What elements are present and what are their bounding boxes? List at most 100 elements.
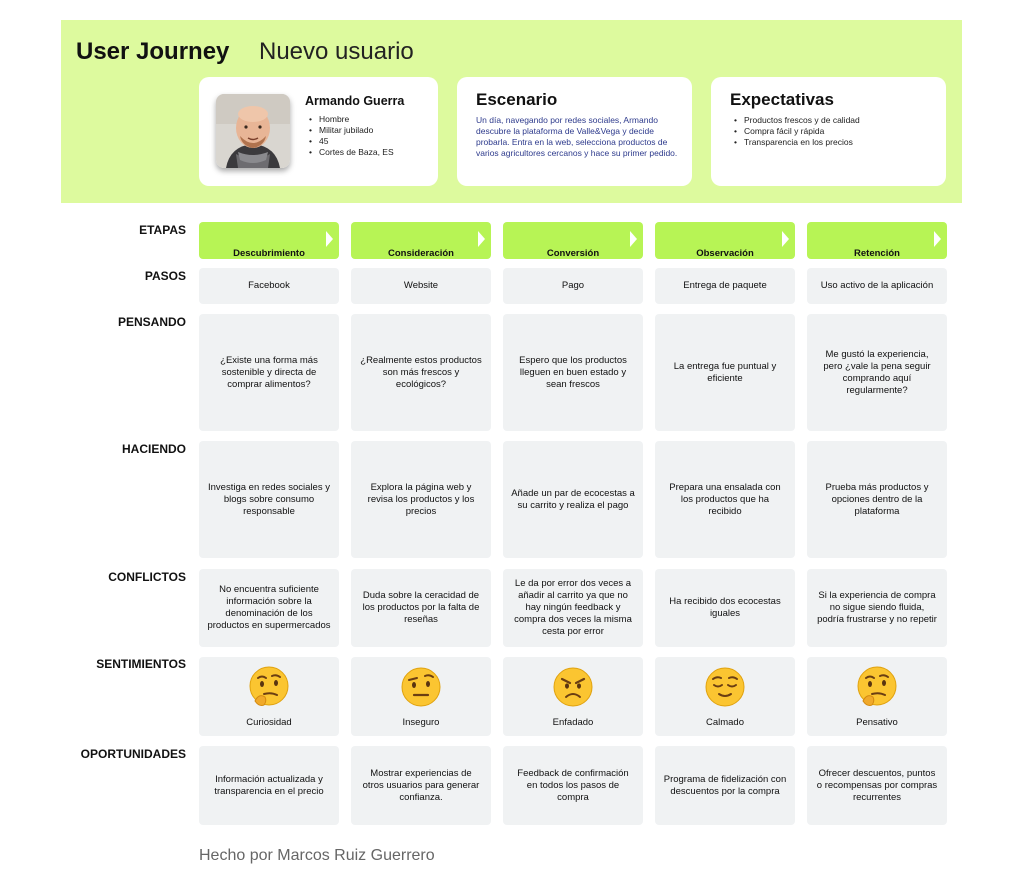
doing-cell-text: Prueba más productos y opciones dentro d… bbox=[825, 481, 929, 517]
page-subtitle: Nuevo usuario bbox=[259, 38, 414, 65]
conflict-cell-text: No encuentra suficiente información sobr… bbox=[207, 584, 331, 631]
feeling-cell: Enfadado bbox=[503, 657, 643, 736]
doing-cell: Añade un par de ecocestas a su carrito y… bbox=[503, 441, 643, 558]
conflict-cell: No encuentra suficiente información sobr… bbox=[199, 569, 339, 647]
stage-label: Conversión bbox=[546, 248, 600, 259]
persona-card: Armando Guerra Hombre Militar jubilado 4… bbox=[199, 77, 438, 186]
stage-2: Consideración bbox=[351, 222, 491, 259]
scenario-card: Escenario Un día, navegando por redes so… bbox=[457, 77, 692, 186]
conflict-cell-text: Duda sobre la ceracidad de los productos… bbox=[362, 590, 480, 625]
stage-5: Retención bbox=[807, 222, 947, 259]
stage-label: Retención bbox=[854, 248, 900, 259]
opportunity-cell-text: Ofrecer descuentos, puntos o recompensas… bbox=[816, 767, 938, 803]
person-photo bbox=[216, 94, 290, 168]
opportunity-cell-text: Mostrar experiencias de otros usuarios p… bbox=[362, 767, 480, 803]
feeling-cell: Curiosidad bbox=[199, 657, 339, 736]
scenario-text: Un día, navegando por redes sociales, Ar… bbox=[476, 115, 678, 158]
thinking-cell: La entrega fue puntual y eficiente bbox=[655, 314, 795, 431]
stage-1: Descubrimiento bbox=[199, 222, 339, 259]
row-label-doing: HACIENDO bbox=[121, 442, 186, 456]
thinking-cell-text: ¿Existe una forma más sostenible y direc… bbox=[220, 354, 318, 390]
doing-cell: Investiga en redes sociales y blogs sobr… bbox=[199, 441, 339, 558]
step-cell: Uso activo de la aplicación bbox=[807, 268, 947, 304]
avatar bbox=[216, 94, 290, 168]
thinking-cell-text: Me gustó la experiencia, pero ¿vale la p… bbox=[823, 348, 931, 396]
row-label-conflicts: CONFLICTOS bbox=[108, 570, 186, 584]
stage-4: Observación bbox=[655, 222, 795, 259]
chevron-right-icon bbox=[478, 231, 485, 247]
expectation-item: Compra fácil y rápida bbox=[730, 126, 860, 137]
conflict-cell-text: Le da por error dos veces a añadir al ca… bbox=[514, 578, 632, 637]
chevron-right-icon bbox=[326, 231, 333, 247]
chevron-right-icon bbox=[934, 231, 941, 247]
chevron-right-icon bbox=[630, 231, 637, 247]
persona-detail-item: Cortes de Baza, ES bbox=[305, 147, 394, 158]
step-cell: Pago bbox=[503, 268, 643, 304]
row-label-steps: PASOS bbox=[144, 269, 186, 283]
opportunity-cell: Programa de fidelización con descuentos … bbox=[655, 746, 795, 825]
conflict-cell-text: Ha recibido dos ecocestas iguales bbox=[669, 596, 781, 619]
conflict-cell-text: Si la experiencia de compra no sigue sie… bbox=[817, 590, 937, 625]
conflict-cell: Duda sobre la ceracidad de los productos… bbox=[351, 569, 491, 647]
row-label-feelings: SENTIMIENTOS bbox=[96, 657, 186, 671]
step-cell-text: Entrega de paquete bbox=[683, 280, 767, 291]
expectations-card: Expectativas Productos frescos y de cali… bbox=[711, 77, 946, 186]
feeling-cell: Inseguro bbox=[351, 657, 491, 736]
persona-name: Armando Guerra bbox=[305, 94, 405, 108]
thinking-cell: ¿Existe una forma más sostenible y direc… bbox=[199, 314, 339, 431]
persona-details: Hombre Militar jubilado 45 Cortes de Baz… bbox=[305, 114, 394, 158]
thinking-cell-text: La entrega fue puntual y eficiente bbox=[673, 360, 777, 384]
author-credit: Hecho por Marcos Ruiz Guerrero bbox=[199, 847, 435, 864]
relieved-face-icon bbox=[703, 665, 747, 709]
angry-face-icon bbox=[551, 665, 595, 709]
step-cell-text: Uso activo de la aplicación bbox=[820, 280, 934, 291]
feeling-label: Pensativo bbox=[856, 717, 898, 728]
opportunity-cell-text: Programa de fidelización con descuentos … bbox=[663, 773, 787, 797]
conflict-cell: Si la experiencia de compra no sigue sie… bbox=[807, 569, 947, 647]
stage-label: Descubrimiento bbox=[233, 248, 305, 259]
thinking-face-icon bbox=[247, 665, 291, 709]
thinking-cell: Espero que los productos lleguen en buen… bbox=[503, 314, 643, 431]
chevron-right-icon bbox=[782, 231, 789, 247]
doing-cell-text: Explora la página web y revisa los produ… bbox=[367, 481, 475, 517]
page-title: User Journey bbox=[76, 38, 230, 65]
step-cell-text: Pago bbox=[561, 280, 585, 291]
opportunity-cell: Ofrecer descuentos, puntos o recompensas… bbox=[807, 746, 947, 825]
doing-cell-text: Investiga en redes sociales y blogs sobr… bbox=[208, 481, 330, 517]
opportunity-cell: Información actualizada y transparencia … bbox=[199, 746, 339, 825]
conflict-cell: Le da por error dos veces a añadir al ca… bbox=[503, 569, 643, 647]
thinking-cell-text: Espero que los productos lleguen en buen… bbox=[519, 354, 627, 390]
persona-detail-item: Hombre bbox=[305, 114, 394, 125]
expectations-list: Productos frescos y de calidad Compra fá… bbox=[730, 115, 860, 148]
step-cell-text: Website bbox=[403, 280, 439, 291]
thinking-cell: ¿Realmente estos productos son más fresc… bbox=[351, 314, 491, 431]
doing-cell: Prepara una ensalada con los productos q… bbox=[655, 441, 795, 558]
feeling-label: Enfadado bbox=[552, 717, 594, 728]
row-label-stages: ETAPAS bbox=[139, 223, 186, 237]
feeling-cell: Calmado bbox=[655, 657, 795, 736]
doing-cell-text: Prepara una ensalada con los productos q… bbox=[669, 481, 781, 517]
expectations-title: Expectativas bbox=[730, 90, 834, 109]
thinking-cell: Me gustó la experiencia, pero ¿vale la p… bbox=[807, 314, 947, 431]
opportunity-cell-text: Información actualizada y transparencia … bbox=[214, 773, 324, 797]
stage-label: Consideración bbox=[388, 248, 454, 259]
stage-3: Conversión bbox=[503, 222, 643, 259]
conflict-cell: Ha recibido dos ecocestas iguales bbox=[655, 569, 795, 647]
step-cell-text: Facebook bbox=[248, 280, 290, 291]
row-label-thinking: PENSANDO bbox=[117, 315, 186, 329]
thinking-face-icon bbox=[855, 665, 899, 709]
persona-detail-item: Militar jubilado bbox=[305, 125, 394, 136]
feeling-cell: Pensativo bbox=[807, 657, 947, 736]
doing-cell: Prueba más productos y opciones dentro d… bbox=[807, 441, 947, 558]
feeling-label: Curiosidad bbox=[246, 717, 292, 728]
feeling-label: Calmado bbox=[705, 717, 745, 728]
persona-detail-item: 45 bbox=[305, 136, 394, 147]
step-cell: Entrega de paquete bbox=[655, 268, 795, 304]
doing-cell-text: Añade un par de ecocestas a su carrito y… bbox=[511, 487, 635, 511]
expectation-item: Transparencia en los precios bbox=[730, 137, 860, 148]
feeling-label: Inseguro bbox=[402, 717, 440, 728]
raised-eyebrow-face-icon bbox=[399, 665, 443, 709]
thinking-cell-text: ¿Realmente estos productos son más fresc… bbox=[360, 354, 482, 390]
scenario-title: Escenario bbox=[476, 90, 558, 109]
row-label-opportunities: OPORTUNIDADES bbox=[80, 747, 186, 761]
